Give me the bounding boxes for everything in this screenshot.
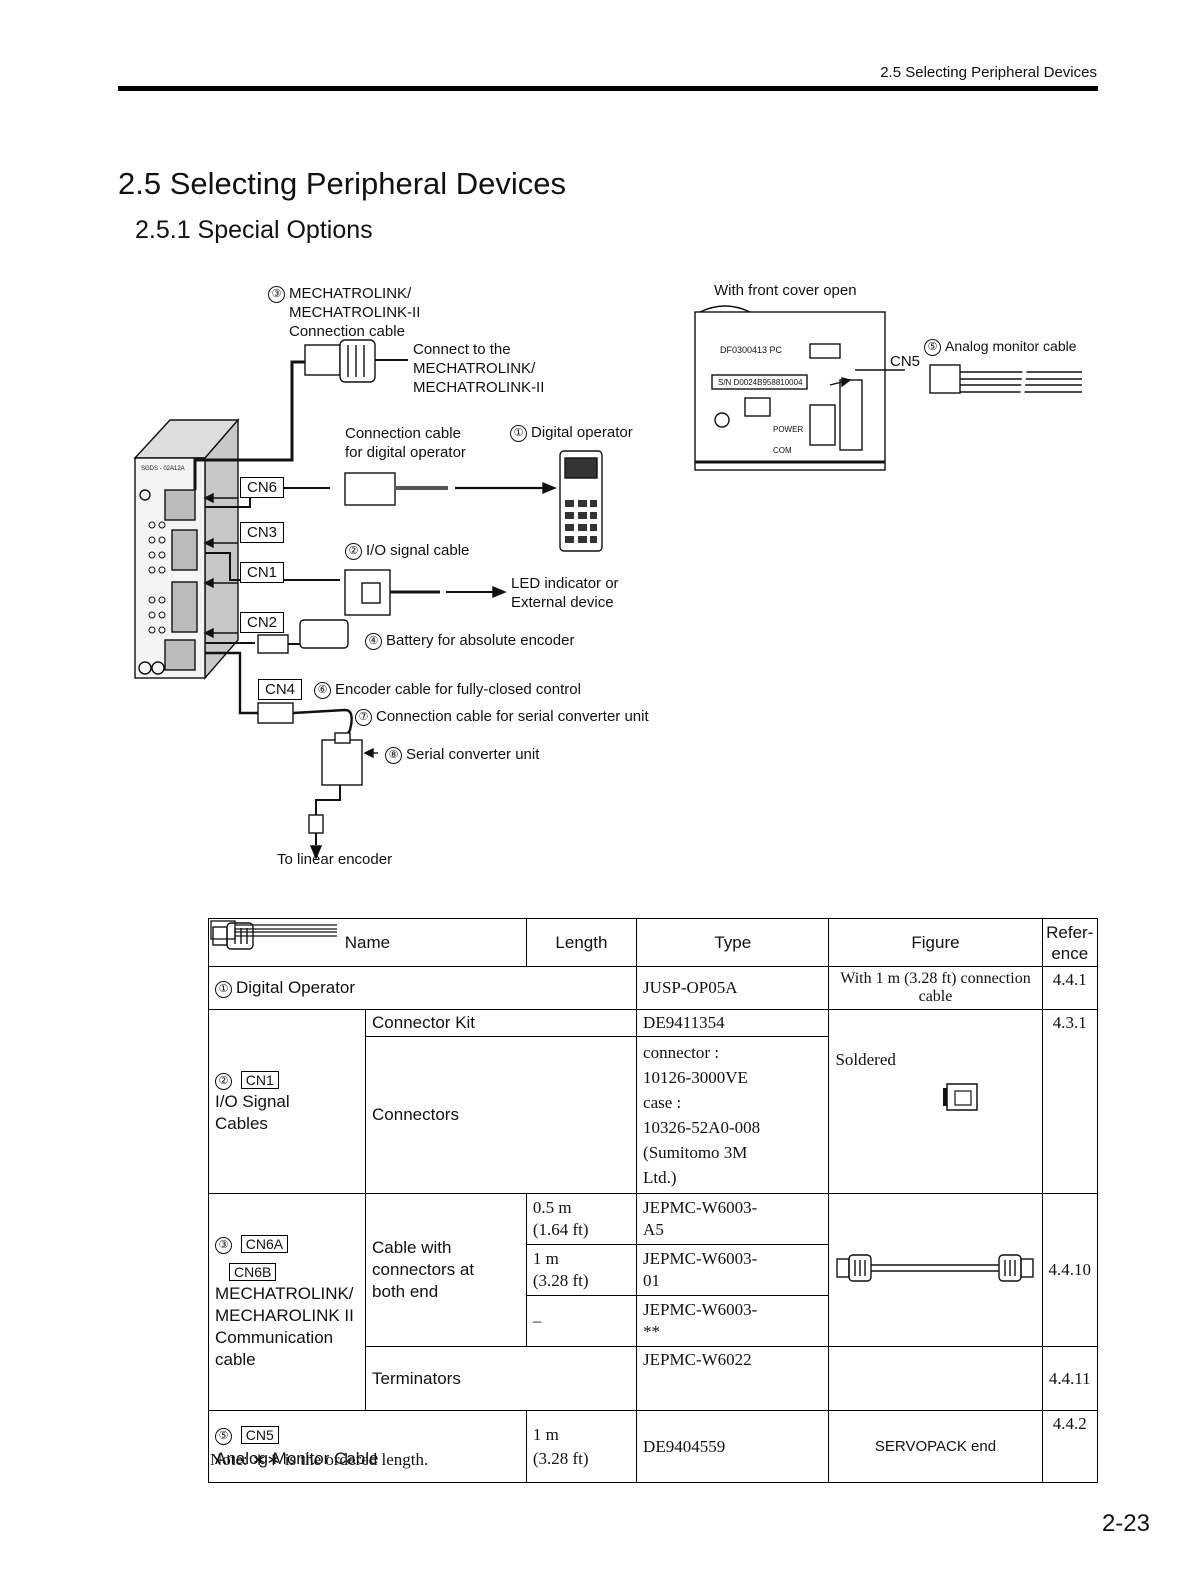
operator-cable-connector: [344, 472, 396, 506]
callout-1: ①: [510, 425, 527, 442]
col-header-type: Type: [636, 918, 830, 967]
running-header: 2.5 Selecting Peripheral Devices: [880, 64, 1097, 81]
cn4-label: CN4: [258, 679, 303, 700]
row3-type3: JEPMC-W6003- **: [636, 1295, 830, 1347]
table-header-row: Name Length Type Figure Refer- ence: [208, 918, 1098, 967]
subsection-title: 2.5.1 Special Options: [135, 216, 373, 244]
linear-encoder-label: To linear encoder: [277, 851, 393, 868]
row3-ref: 4.4.10: [1041, 1193, 1098, 1347]
mechatrolink-connector: [304, 344, 341, 376]
io-connector: [344, 569, 391, 616]
table-row: ② CN1 I/O Signal Cables Connector Kit DE…: [207, 1009, 1098, 1194]
cn6-label: CN6: [240, 477, 285, 498]
row2-kit-type: DE9411354: [636, 1009, 830, 1037]
row3-len1: 0.5 m (1.64 ft): [525, 1193, 638, 1245]
cable-both-ends-icon: [836, 1253, 1035, 1282]
row3-len2: 1 m (3.28 ft): [525, 1244, 638, 1296]
page-number: 2-23: [1101, 1510, 1150, 1537]
callout-2: ②: [345, 543, 362, 560]
row3-cn6b-badge: CN6B: [229, 1263, 277, 1281]
table-row: – JEPMC-W6003- **: [209, 1295, 1098, 1347]
col-header-name: Name: [208, 918, 527, 967]
cn3-label: CN3: [240, 522, 285, 543]
row1-ref: 4.4.1: [1041, 966, 1098, 1010]
cn1-label: CN1: [240, 562, 285, 583]
row4-figure: SERVOPACK end: [209, 919, 1043, 1483]
row1-figure: With 1 m (3.28 ft) connection cable: [828, 966, 1043, 1010]
table-row: Connectors connector : 10126-3000VE case…: [209, 1036, 1098, 1194]
row3-terminators: Terminators: [365, 1346, 638, 1411]
table-row: ⑤ CN5 Analog Monitor Cable 1 m (3.28 ft)…: [208, 919, 1098, 1483]
battery-unit: [299, 619, 349, 649]
callout-4: ④: [365, 633, 382, 650]
callout-3: ③: [268, 286, 285, 303]
table-note: Note: ∗∗ is the ordered length.: [210, 1450, 429, 1469]
soldered-connector-icon: [943, 1083, 979, 1111]
sn-label: S/N D0024B958810004: [718, 378, 803, 387]
row3-cn6a-badge: CN6A: [240, 1235, 289, 1253]
row2-kit: Connector Kit: [365, 1009, 638, 1037]
cn5-label: CN5: [890, 353, 921, 370]
com-label: COM: [773, 446, 792, 455]
callout-6: ⑥: [314, 682, 331, 699]
callout-5: ⑤: [924, 339, 941, 356]
table-row: ③ CN6A CN6B MECHATROLINK/ MECHAROLINK II…: [207, 1193, 1098, 1411]
row3-cable: Cable with connectors at both end: [365, 1193, 527, 1347]
col-header-figure: Figure: [828, 918, 1043, 967]
row2-figure: Soldered: [828, 1009, 1043, 1194]
row2-connectors: Connectors: [365, 1036, 638, 1194]
row3-type1: JEPMC-W6003- A5: [636, 1193, 830, 1245]
table-row: 1 m (3.28 ft) JEPMC-W6003- 01: [209, 1244, 1098, 1296]
row4-ref: 4.4.2: [1041, 1410, 1098, 1483]
row1-type: JUSP-OP05A: [636, 966, 830, 1010]
row3-len3: –: [525, 1295, 638, 1347]
row4-len: 1 m (3.28 ft): [525, 1410, 638, 1483]
led-label: LED indicator or External device: [511, 575, 619, 611]
analog-connector: [929, 364, 961, 394]
cn2-label: CN2: [240, 612, 285, 633]
row2-conn-type: connector : 10126-3000VE case : 10326-52…: [636, 1036, 830, 1194]
section-title: 2.5 Selecting Peripheral Devices: [118, 166, 567, 201]
row2-cn-badge: CN1: [240, 1070, 279, 1089]
battery-connector: [257, 634, 289, 654]
row3-term-type: JEPMC-W6022: [636, 1346, 830, 1411]
peripheral-diagram: [133, 305, 1082, 860]
header-rule: [118, 86, 1098, 91]
analog-cable-icon: [209, 919, 337, 940]
row4-name: ⑤ CN5 Analog Monitor Cable: [208, 1410, 527, 1483]
power-label: POWER: [773, 425, 804, 434]
row4-cn5-badge: CN5: [240, 1425, 279, 1444]
row3-term-ref: 4.4.11: [1041, 1346, 1098, 1411]
connect-to-label: Connect to the MECHATROLINK/ MECHATROLIN…: [413, 341, 545, 396]
callout-8: ⑧: [385, 747, 402, 764]
row3-type2: JEPMC-W6003- 01: [636, 1244, 830, 1296]
serial-converter-unit: [321, 739, 363, 786]
df-label: DF0300413 PC: [720, 345, 783, 355]
row4-type: DE9404559: [636, 1410, 830, 1483]
servopack-model: SGDS - 02A12A: [141, 466, 185, 472]
row2-ref: 4.3.1: [1041, 1009, 1098, 1194]
col-header-length: Length: [525, 918, 638, 967]
row3-name: ③ CN6A CN6B MECHATROLINK/ MECHAROLINK II…: [207, 1193, 367, 1411]
row3-term-figure: [211, 921, 1043, 1411]
encoder-connector: [257, 702, 294, 724]
front-cover-label: With front cover open: [714, 282, 857, 299]
row2-name: ② CN1 I/O Signal Cables: [207, 1009, 367, 1194]
callout-7: ⑦: [355, 709, 372, 726]
operator-cable-label: Connection cable for digital operator: [345, 425, 466, 461]
row3-figure: [828, 1193, 1043, 1347]
col-header-reference: Refer- ence: [1041, 918, 1098, 967]
